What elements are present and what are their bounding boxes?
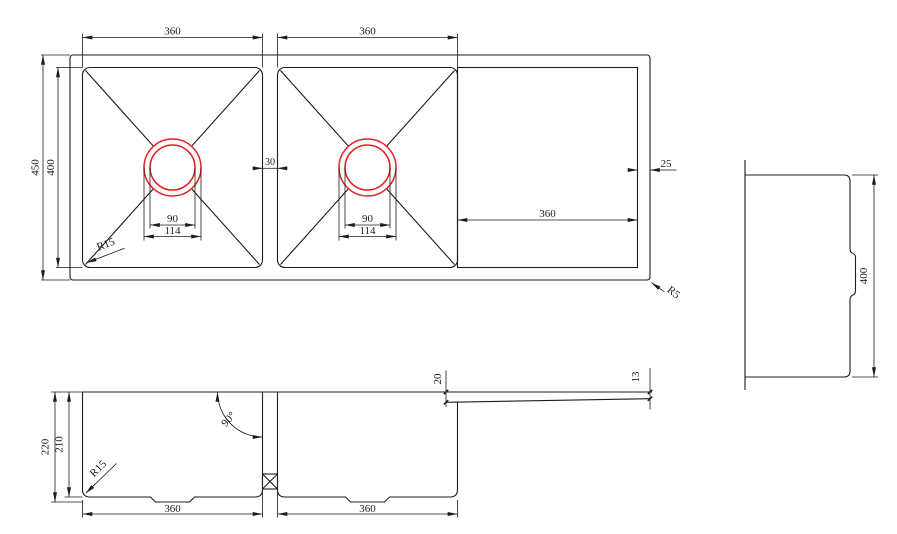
dim-label-front-bowl2-width: 360 [359, 503, 376, 515]
dim-wall-thickness: 25 [627, 158, 677, 172]
dim-label-wall-thickness: 25 [661, 158, 673, 170]
dim-top-widths: 360 360 [82, 26, 458, 68]
front-bowl2-profile [276, 392, 459, 503]
dim-label-bowl1-drain-inner: 90 [167, 213, 179, 225]
label-outer-corner-radius: R5 [665, 284, 683, 302]
dim-label-bowl1-drain-outer: 114 [164, 225, 181, 237]
dim-label-divider-gap: 30 [265, 157, 275, 168]
label-front-corner-radius: R15 [88, 458, 110, 480]
dim-label-drainboard-width: 360 [539, 208, 556, 220]
callout-wall-angle: 90° [215, 391, 263, 439]
callout-front-corner-radius: R15 [85, 458, 117, 494]
dim-label-front-bowl-depth: 210 [54, 436, 66, 453]
front-view: 220 210 360 360 90° R15 20 [40, 368, 653, 518]
front-divider-extensions [262, 489, 278, 518]
sink-outer-rim [69, 54, 651, 281]
callout-outer-corner-radius: R5 [651, 282, 683, 302]
dim-label-front-bowl1-width: 360 [164, 503, 181, 515]
dim-label-edge-thickness: 13 [630, 371, 642, 383]
dim-label-bowl1-width: 360 [164, 26, 181, 38]
side-view: 400 [744, 160, 878, 390]
dim-front-depths: 220 210 [40, 391, 83, 503]
dim-label-front-overall-depth: 220 [40, 438, 52, 455]
bowl1-drain-mask [144, 139, 201, 196]
side-profile [745, 174, 857, 378]
top-view: 90 114 90 114 360 360 450 400 [30, 26, 683, 302]
dim-label-bowl2-drain-inner: 90 [362, 213, 374, 225]
dim-label-inner-depth: 400 [45, 159, 57, 176]
dim-divider-gap: 30 [252, 157, 288, 171]
drainboard-outline [456, 66, 639, 269]
dim-label-bowl2-drain-outer: 114 [359, 225, 376, 237]
dim-side-width: 400 [852, 174, 878, 378]
front-drainboard-underside [445, 398, 651, 403]
front-bowl1-profile [81, 392, 264, 503]
dim-label-drainboard-drop: 20 [432, 373, 444, 385]
dim-bowl1-drain: 90 114 [143, 167, 202, 241]
front-divider-box-cross [262, 473, 278, 490]
dim-front-widths: 360 360 [82, 500, 458, 518]
callout-bowl-corner-radius: R15 [86, 236, 125, 264]
dim-label-side-width: 400 [858, 267, 870, 284]
dim-left-depths: 450 400 [30, 54, 83, 281]
bowl2-drain-mask [339, 139, 396, 196]
dim-drainboard-width: 360 [457, 208, 638, 222]
dim-bowl2-drain: 90 114 [338, 167, 397, 241]
dim-label-overall-depth: 450 [30, 159, 42, 176]
dim-edge-thickness: 13 [630, 368, 653, 410]
label-bowl-corner-radius: R15 [95, 236, 117, 254]
dim-label-bowl2-width: 360 [359, 26, 376, 38]
dim-drainboard-drop: 20 [432, 370, 449, 407]
